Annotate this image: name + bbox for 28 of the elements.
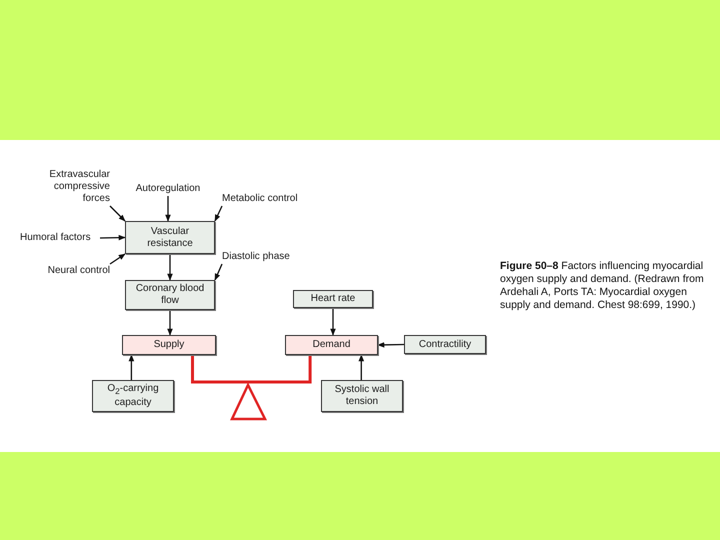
arrow — [358, 354, 364, 380]
factor-label: Metabolic control — [222, 193, 298, 205]
factor-box: Vascular resistance — [125, 221, 215, 254]
factor-label: Neural control — [48, 265, 110, 277]
arrow — [167, 254, 173, 281]
factor-box: O$_{2}$-carrying capacity — [92, 380, 174, 412]
figure-caption: Figure 50–8 Factors influencing myocardial oxygen supply and demand. (Redrawn from Ardehali A, Ports TA: Myocardial oxygen supply and demand. Chest 98:699, 1990.) — [500, 260, 705, 312]
arrow — [110, 253, 126, 265]
arrow — [214, 264, 223, 281]
factor-box: Contractility — [404, 335, 486, 354]
arrow — [110, 206, 126, 222]
arrow — [214, 206, 223, 222]
factor-label: Autoregulation — [136, 183, 200, 195]
arrow — [377, 342, 404, 348]
arrow — [100, 234, 126, 240]
arrow — [167, 309, 173, 336]
arrow — [330, 308, 336, 336]
factor-label: Humoral factors — [20, 232, 91, 244]
balance-beam — [191, 355, 312, 384]
factor-box: Heart rate — [293, 290, 373, 308]
factor-box: Demand — [285, 335, 378, 355]
factor-box: Supply — [122, 335, 216, 355]
factor-box: Systolic wall tension — [321, 380, 403, 412]
arrow — [165, 196, 171, 222]
arrow — [128, 354, 134, 380]
factor-label: Extravascular compressive forces — [48, 169, 110, 205]
factor-label: Diastolic phase — [222, 251, 290, 263]
factor-box: Coronary blood flow — [125, 280, 215, 310]
